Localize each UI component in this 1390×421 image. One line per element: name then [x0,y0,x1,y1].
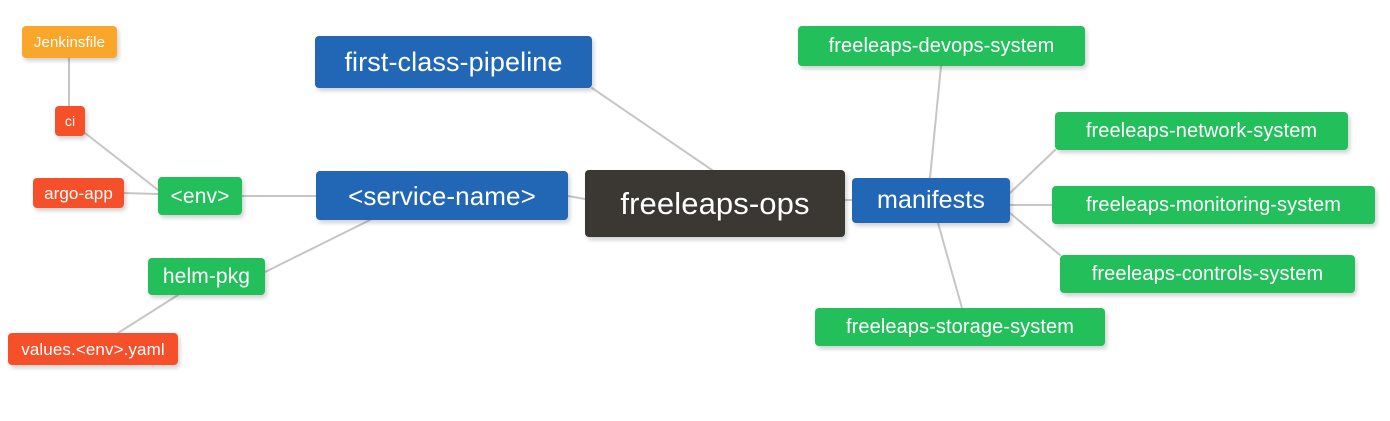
node-freeleaps-network-system[interactable]: freeleaps-network-system [1055,112,1348,150]
node-label: manifests [877,186,985,214]
node-label: Jenkinsfile [33,33,106,51]
node-label: ci [64,113,76,129]
node-label: values.<env>.yaml [21,339,165,359]
edge-manifests-storage [937,222,963,309]
node-label: freeleaps-storage-system [845,316,1075,338]
edge-manifests-network [1009,149,1056,194]
edge-root-pipeline [591,87,713,171]
node-label: <service-name> [348,180,536,211]
node-label: first-class-pipeline [344,46,563,77]
edge-root-service [567,195,586,200]
node-service-name[interactable]: <service-name> [316,171,568,220]
node-label: freeleaps-monitoring-system [1085,194,1341,216]
edge-service-helm [264,219,371,273]
node-freeleaps-controls-system[interactable]: freeleaps-controls-system [1060,255,1355,293]
node-env[interactable]: <env> [158,177,242,215]
node-argo-app[interactable]: argo-app [33,178,124,208]
node-freeleaps-monitoring-system[interactable]: freeleaps-monitoring-system [1052,186,1375,224]
node-label: freeleaps-network-system [1085,120,1318,142]
node-helm-pkg[interactable]: helm-pkg [148,258,265,295]
node-label: freeleaps-devops-system [828,35,1055,57]
edge-manifests-devops [929,65,942,179]
node-jenkinsfile[interactable]: Jenkinsfile [22,26,117,58]
node-freeleaps-devops-system[interactable]: freeleaps-devops-system [798,26,1085,66]
node-label: <env> [170,184,230,208]
edge-helm-values [117,294,179,334]
edge-env-argo [123,192,159,195]
node-ci[interactable]: ci [55,106,85,136]
node-freeleaps-ops[interactable]: freeleaps-ops [585,170,845,237]
node-first-class-pipeline[interactable]: first-class-pipeline [315,36,592,88]
node-values-yaml[interactable]: values.<env>.yaml [8,333,178,365]
node-label: helm-pkg [162,265,251,288]
node-label: freeleaps-controls-system [1091,263,1324,285]
node-label: argo-app [44,183,113,203]
node-label: freeleaps-ops [620,186,810,221]
node-manifests[interactable]: manifests [852,178,1010,223]
node-freeleaps-storage-system[interactable]: freeleaps-storage-system [815,308,1105,346]
